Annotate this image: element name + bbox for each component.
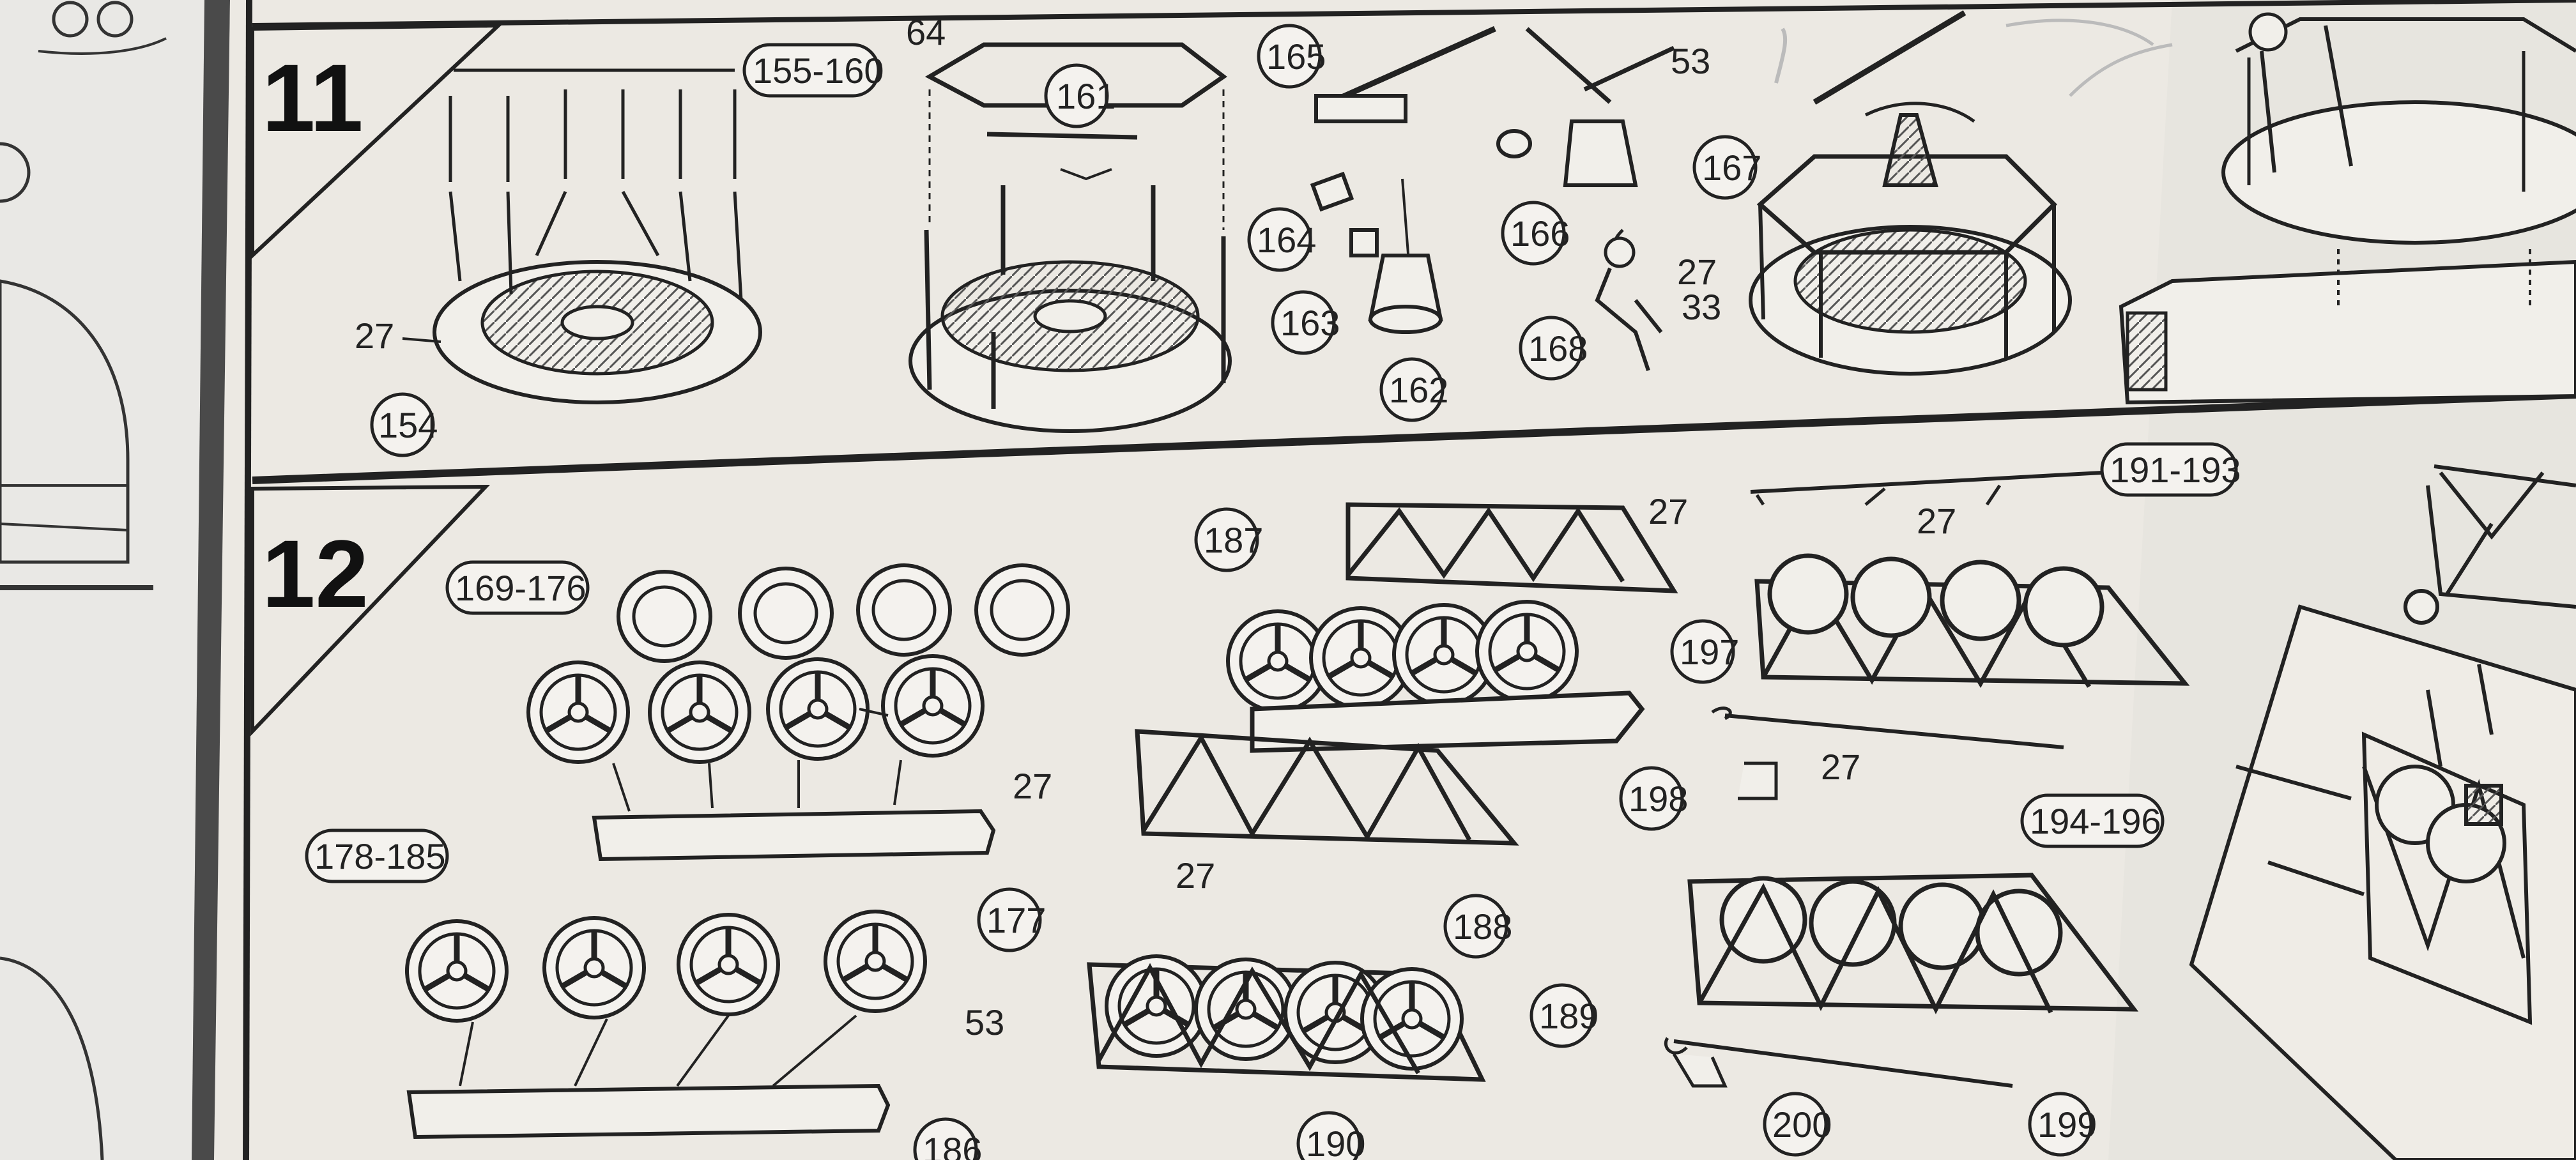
svg-text:188: 188 [1453,906,1512,947]
label-64: 64 [906,12,946,52]
callout-164: 164 [1247,207,1316,272]
callout-154: 154 [370,392,438,457]
callout-194-196: 194-196 [2020,793,2165,848]
step-number: 11 [262,44,364,151]
svg-text:187: 187 [1204,520,1263,560]
step-12-panel: 12 27 169-176 177 [250,442,2576,1160]
label-53-step11: 53 [1671,41,1710,81]
callout-155-160: 155-160 [742,43,884,98]
svg-text:155-160: 155-160 [753,50,884,91]
railing-drawing: 64 [906,12,1232,433]
label-27-hook: 27 [1821,747,1860,787]
platform-base-drawing: 27 [355,68,762,404]
label-27-mid: 27 [1176,855,1215,896]
step-number: 12 [262,520,369,627]
callout-165: 165 [1257,24,1326,89]
callout-197: 197 [1670,619,1739,684]
label-27-base: 27 [355,316,394,356]
svg-text:186: 186 [923,1130,982,1160]
svg-text:178-185: 178-185 [314,836,446,876]
callout-178-185: 178-185 [305,828,449,883]
callout-200: 200 [1763,1092,1832,1157]
svg-text:177: 177 [986,900,1046,940]
svg-text:198: 198 [1629,779,1688,819]
svg-text:154: 154 [378,405,438,445]
callout-167: 167 [1692,135,1761,200]
callout-199: 199 [2028,1092,2097,1157]
svg-text:189: 189 [1539,996,1598,1036]
svg-text:165: 165 [1266,36,1326,77]
svg-text:162: 162 [1389,370,1448,410]
svg-text:166: 166 [1510,213,1570,254]
callout-198: 198 [1619,766,1688,831]
callout-189: 189 [1529,983,1598,1048]
panel-borders [243,0,2576,1160]
svg-text:167: 167 [1702,148,1761,188]
svg-text:169-176: 169-176 [455,568,586,608]
label-53-wheels: 53 [965,1002,1004,1042]
label-27-wheel-bar: 27 [1013,766,1052,806]
truss-assembly-191-200 [1664,471,2190,1088]
svg-text:200: 200 [1772,1104,1832,1145]
svg-text:161: 161 [1056,76,1116,116]
svg-text:164: 164 [1257,220,1316,260]
callout-163: 163 [1271,290,1340,355]
callout-168: 168 [1519,316,1588,381]
svg-text:199: 199 [2037,1104,2097,1145]
callout-177: 177 [977,887,1046,952]
step-11-panel: 11 27 155-160 154 [250,10,2576,457]
gun-parts-drawing [1310,26,1675,371]
callout-191-193: 191-193 [2100,442,2241,497]
vehicle-assembly-drawing [2189,464,2576,1160]
tire-set-169-176: 27 [528,565,1068,862]
wheel-set-178-185: 53 [407,912,1004,1140]
svg-text:191-193: 191-193 [2110,450,2241,490]
assembled-turret-drawing [1749,10,2173,376]
callout-187: 187 [1194,507,1263,572]
svg-text:197: 197 [1680,632,1739,672]
callout-169-176: 169-176 [445,560,590,615]
callout-190: 190 [1296,1111,1365,1160]
callout-162: 162 [1379,357,1448,422]
svg-text:168: 168 [1528,328,1588,369]
callout-188: 188 [1443,894,1512,959]
svg-text:163: 163 [1280,303,1340,343]
callout-166: 166 [1501,201,1570,266]
label-27-top-truss: 27 [1648,491,1688,531]
label-33: 33 [1682,287,1721,327]
label-27-figure: 27 [1677,252,1717,292]
svg-text:190: 190 [1306,1124,1365,1160]
truss-assembly-187-190 [1087,502,1678,1082]
label-27-pins: 27 [1917,501,1956,541]
svg-text:194-196: 194-196 [2030,801,2161,841]
vehicle-top-drawing [2119,12,2576,405]
callout-161: 161 [1044,63,1116,128]
callout-186: 186 [913,1117,982,1160]
